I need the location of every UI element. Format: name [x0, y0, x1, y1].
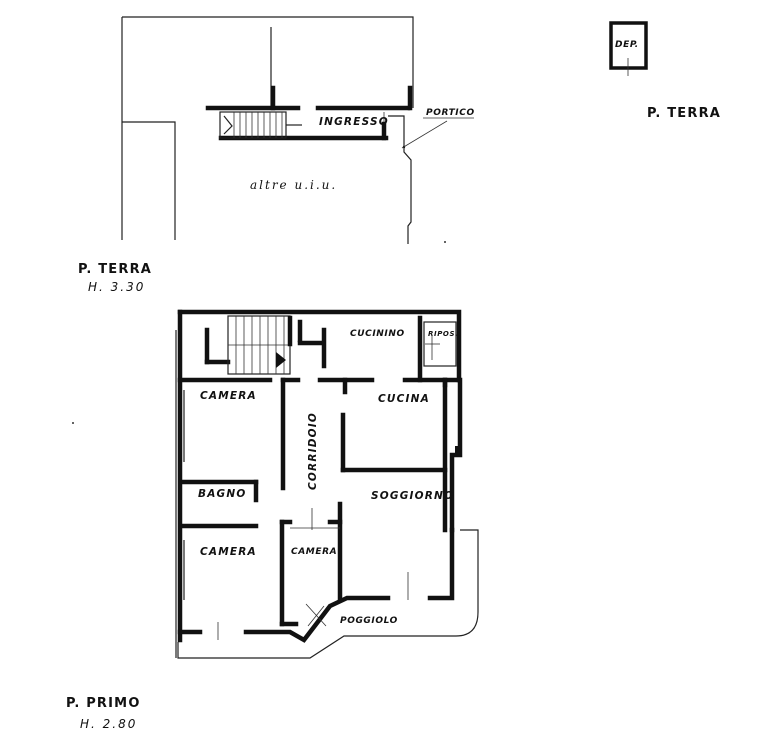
first-floor-height: H. 2.80: [80, 717, 137, 731]
ground-floor-detail: INGRESSO PORTICO altre u.i.u.: [121, 16, 475, 244]
room-label-camera-2: CAMERA: [200, 546, 257, 558]
ground-floor-title: P. TERRA: [78, 262, 152, 277]
deposit-label: DEP.: [615, 40, 639, 50]
deposit-block: DEP. P. TERRA: [609, 21, 721, 121]
outer-wall-south: [243, 595, 391, 643]
room-label-camera-1: CAMERA: [200, 390, 257, 402]
outer-wall-north: [177, 309, 462, 383]
room-label-ingresso: INGRESSO: [319, 116, 389, 128]
deposit-floor-title: P. TERRA: [647, 106, 721, 121]
first-floor-plan: CUCININO RIPOS. CAMERA CUCINA CORRIDOIO …: [175, 309, 479, 659]
staircase-first-floor: [204, 315, 293, 375]
room-label-soggiorno: SOGGIORNO: [371, 490, 454, 502]
room-label-corridoio: CORRIDOIO: [307, 412, 319, 490]
room-label-poggiolo: POGGIOLO: [340, 616, 398, 626]
room-label-camera-3: CAMERA: [291, 547, 337, 557]
note-altre-uiu: altre u.i.u.: [250, 178, 337, 192]
first-floor-title: P. PRIMO: [66, 696, 141, 711]
staircase: [219, 111, 302, 139]
room-label-bagno: BAGNO: [198, 488, 246, 500]
ground-floor-height: H. 3.30: [88, 280, 145, 294]
room-label-cucinino: CUCININO: [350, 329, 405, 339]
room-label-portico: PORTICO: [426, 108, 475, 118]
room-label-cucina: CUCINA: [378, 393, 430, 405]
room-label-ripostiglio: RIPOS.: [428, 330, 458, 338]
